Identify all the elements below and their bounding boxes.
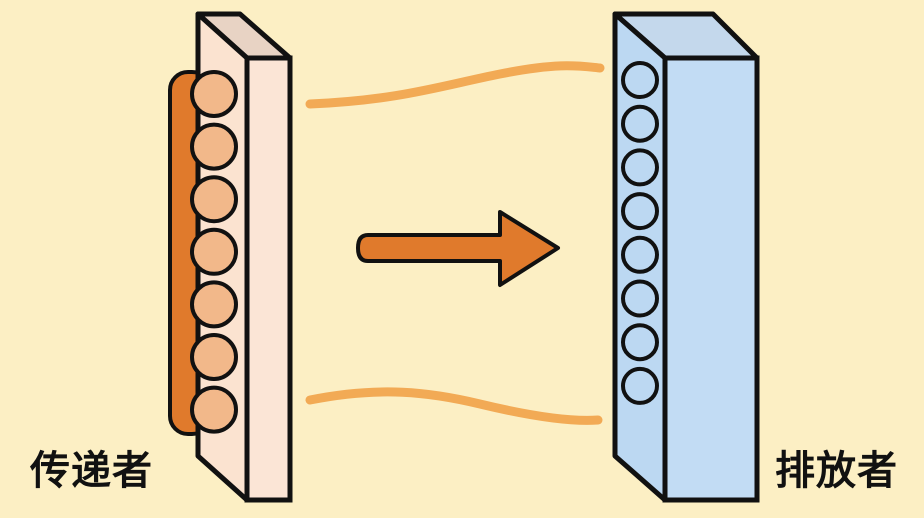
circle — [621, 148, 659, 187]
circle — [190, 70, 238, 118]
transmitter-slab — [195, 11, 293, 503]
circle — [190, 280, 238, 329]
circle — [190, 122, 238, 171]
transmitter-circles — [190, 70, 238, 434]
emitter-label: 排放者 — [775, 448, 898, 494]
circle — [190, 175, 238, 224]
bottom-wave-line — [305, 387, 603, 425]
circle — [190, 333, 238, 381]
top-wave-line — [305, 61, 605, 109]
circle — [190, 385, 238, 434]
circle — [621, 279, 659, 318]
circle — [621, 61, 659, 99]
circle — [621, 366, 659, 405]
emitter-circles — [621, 61, 659, 405]
circle — [190, 227, 238, 276]
arrow-right-icon — [356, 210, 560, 287]
circle — [621, 192, 659, 231]
circle — [621, 104, 659, 143]
circle — [621, 323, 659, 362]
transmitter-label: 传递者 — [30, 448, 153, 494]
circle — [621, 235, 659, 274]
